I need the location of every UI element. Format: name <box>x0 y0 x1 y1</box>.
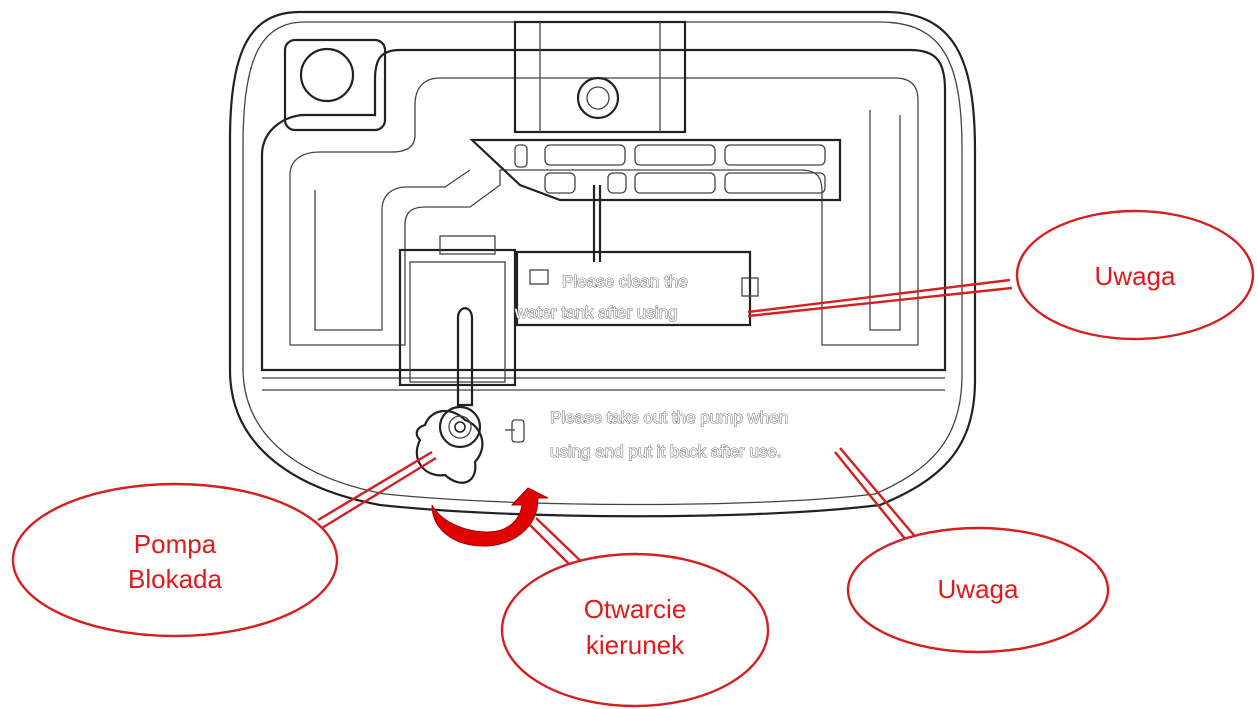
bottom-deck <box>262 377 945 391</box>
callout-otwarcie: Otwarcie kierunek <box>500 552 770 708</box>
callout-uwaga-bottom: Uwaga <box>846 526 1110 654</box>
clean-label-line2: water tank after using <box>514 303 678 322</box>
water-channel <box>260 48 947 372</box>
uwaga-bottom-text: Uwaga <box>938 574 1019 604</box>
pump-label-line2: using and put it back after use. <box>550 442 782 461</box>
rotation-arrow <box>431 487 549 547</box>
top-hatch <box>513 20 687 134</box>
callout-uwaga-top: Uwaga <box>1015 209 1255 341</box>
callout-pompa: Pompa Blokada <box>11 482 339 638</box>
otwarcie-text-line2: kierunek <box>586 630 685 660</box>
pump-icon <box>505 419 525 443</box>
pompa-text-line2: Blokada <box>128 564 222 594</box>
pompa-text-line1: Pompa <box>134 529 217 559</box>
uwaga-top-text: Uwaga <box>1095 261 1176 291</box>
pump-lock-knob <box>415 405 484 484</box>
device-body <box>228 10 977 518</box>
otwarcie-text-line1: Otwarcie <box>584 594 687 624</box>
filter-grille <box>469 138 842 262</box>
cleaning-label: Please clean the water tank after using <box>513 250 759 327</box>
corner-cap <box>283 38 387 132</box>
pump-housing <box>398 235 517 407</box>
clean-label-line1: Please clean the <box>562 272 688 291</box>
pump-label-line1: Please take out the pump when <box>550 408 788 427</box>
